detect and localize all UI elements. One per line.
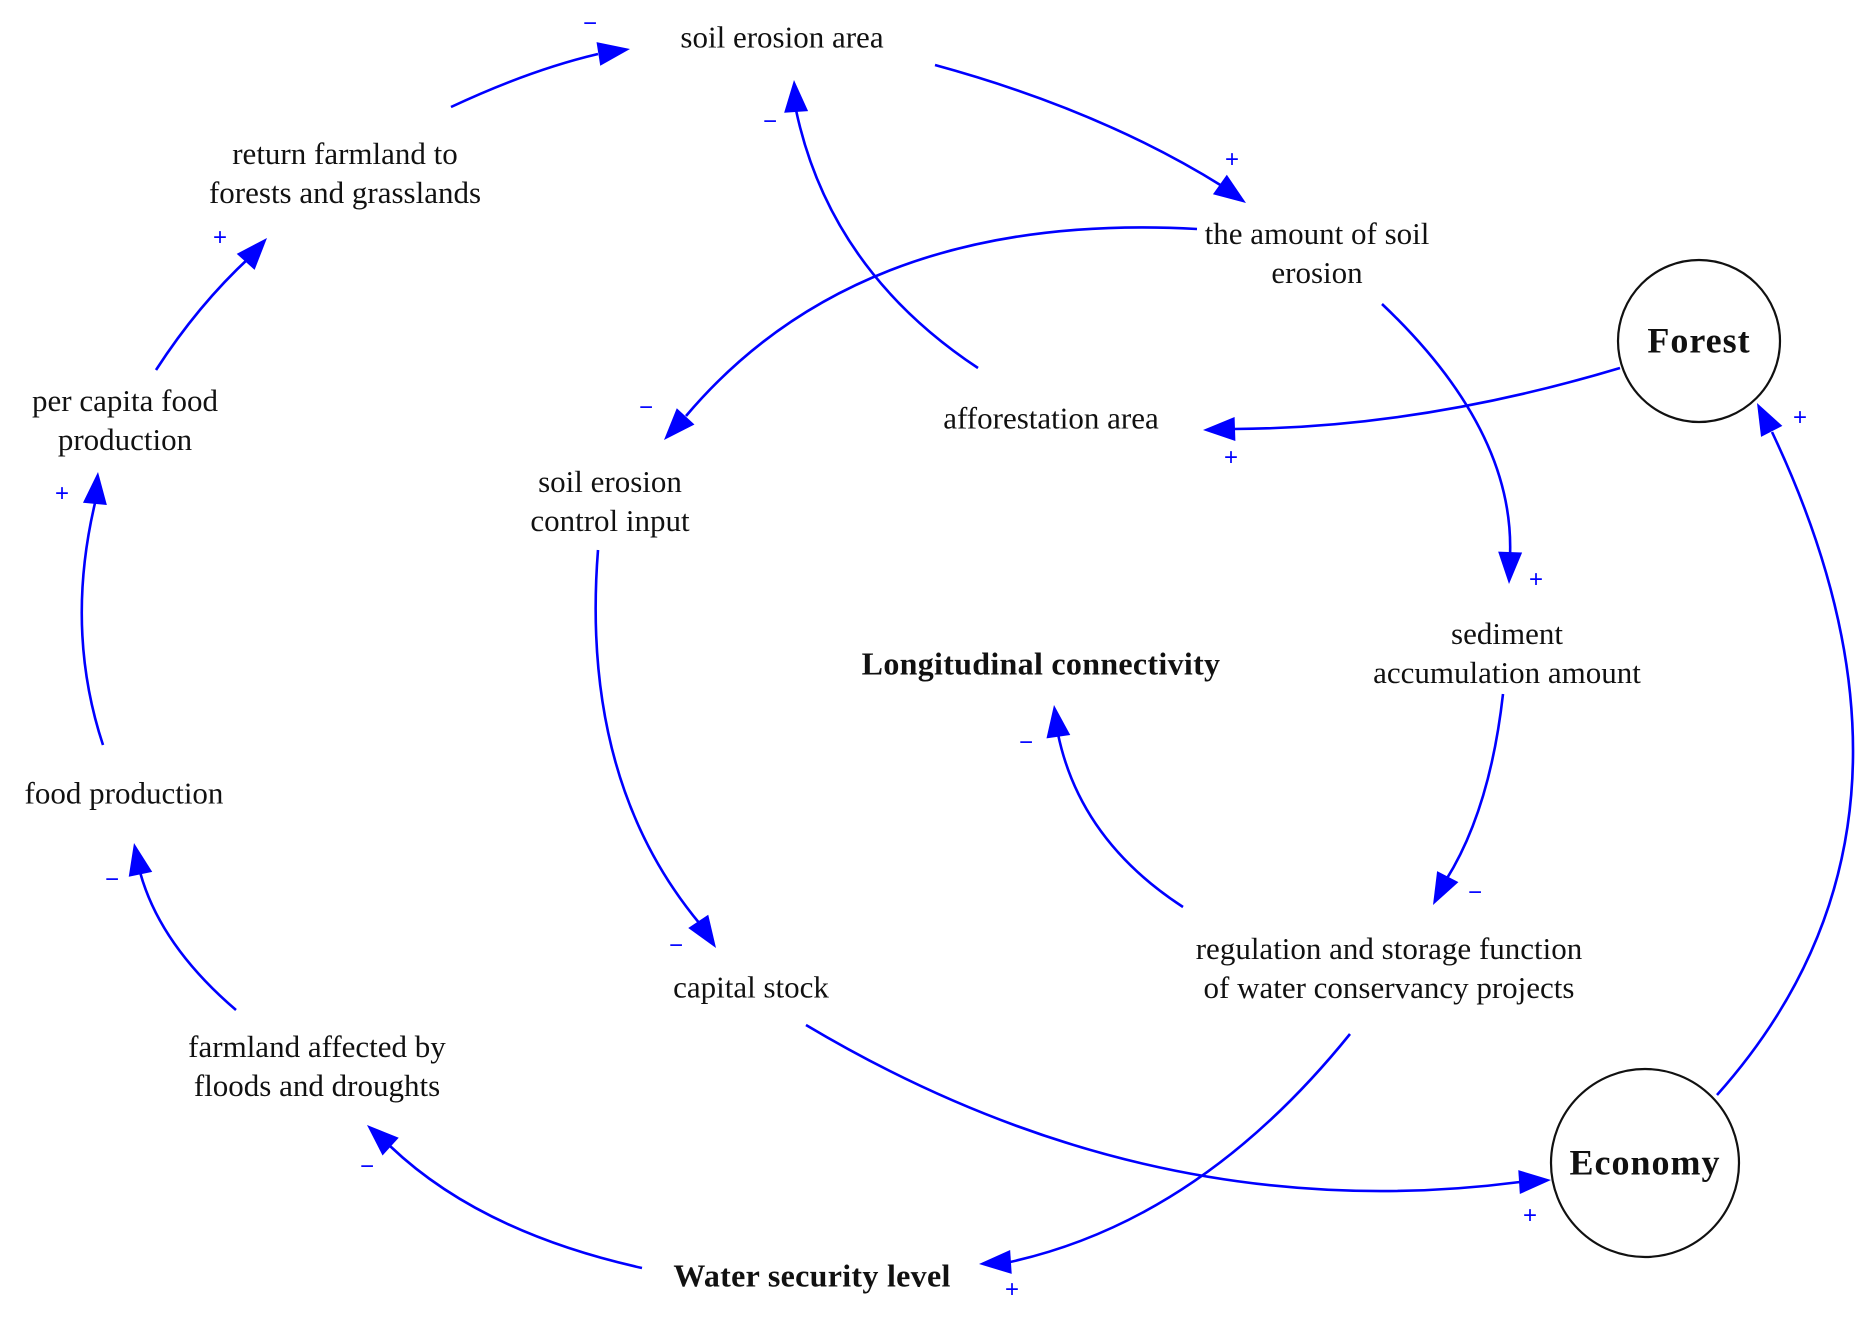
link-economy-to-forest	[1716, 431, 1855, 1096]
arrowhead	[1757, 403, 1783, 437]
arrowhead	[596, 42, 630, 66]
node-label: control input	[530, 503, 690, 538]
polarity-sign: −	[668, 932, 684, 959]
node-sediment-accumulation: sediment accumulation amount	[1373, 614, 1641, 692]
link-regulation-to-water-security	[1009, 1033, 1352, 1264]
node-label: sediment	[1451, 616, 1563, 651]
arrowhead	[1433, 871, 1459, 905]
polarity-sign: +	[1224, 146, 1240, 173]
arrowhead	[1498, 551, 1523, 584]
arrowhead	[664, 408, 695, 440]
polarity-sign: −	[104, 866, 120, 893]
node-forest: Forest	[1647, 320, 1751, 361]
polarity-sign: +	[1522, 1202, 1538, 1229]
node-label: return farmland to	[232, 136, 458, 171]
node-label: erosion	[1271, 255, 1363, 290]
link-per-capita-food-to-return-farmland	[154, 256, 251, 371]
polarity-sign: −	[359, 1153, 375, 1180]
polarity-sign: +	[1528, 566, 1544, 593]
link-amount-soil-erosion-to-soil-control-input	[685, 226, 1198, 417]
link-amount-soil-erosion-to-sediment	[1381, 303, 1512, 557]
arrowhead	[236, 238, 267, 270]
node-label: capital stock	[673, 969, 829, 1005]
node-capital-stock: capital stock	[673, 968, 829, 1007]
node-water-security-level: Water security level	[673, 1257, 950, 1296]
link-afforestation-area-to-soil-erosion-area	[794, 109, 979, 370]
link-regulation-to-longitudinal	[1056, 733, 1184, 909]
arrowhead	[688, 914, 716, 948]
node-longitudinal-connectivity: Longitudinal connectivity	[862, 645, 1221, 684]
node-label: the amount of soil	[1204, 216, 1430, 251]
polarity-sign: −	[638, 394, 654, 421]
arrowhead	[784, 80, 809, 113]
arrowhead	[82, 472, 107, 506]
polarity-sign: +	[1792, 404, 1808, 431]
link-food-production-to-per-capita-food	[80, 502, 105, 746]
node-label: soil erosion	[538, 464, 682, 499]
link-water-security-to-farmland-affected	[389, 1145, 643, 1270]
node-economy: Economy	[1569, 1142, 1721, 1183]
link-soil-control-input-to-capital-stock	[594, 549, 701, 925]
polarity-sign: −	[1467, 879, 1483, 906]
arrowhead	[1046, 705, 1071, 739]
arrowhead	[1518, 1170, 1551, 1195]
link-sediment-to-regulation	[1444, 693, 1505, 881]
node-label: accumulation amount	[1373, 655, 1641, 690]
polarity-sign: +	[212, 224, 228, 251]
forest-circle	[1616, 258, 1782, 424]
link-farmland-affected-to-food-production	[138, 871, 237, 1011]
link-forest-to-afforestation-area	[1233, 366, 1621, 431]
node-label: of water conservancy projects	[1203, 970, 1575, 1005]
node-per-capita-food: per capita food production	[32, 381, 218, 459]
node-label: forests and grasslands	[208, 175, 482, 210]
arrowhead	[367, 1125, 399, 1156]
node-label: floods and droughts	[193, 1068, 441, 1103]
node-soil-erosion-control-input: soil erosion control input	[530, 462, 689, 540]
node-label: afforestation area	[943, 400, 1159, 436]
node-label: Economy	[1569, 1142, 1721, 1183]
polarity-sign: +	[1004, 1276, 1020, 1303]
node-label: production	[57, 422, 193, 457]
node-label: food production	[24, 775, 224, 811]
node-soil-erosion-area: soil erosion area	[680, 18, 883, 57]
node-food-production: food production	[25, 774, 224, 813]
link-soil-erosion-area-to-amount-soil-erosion	[934, 63, 1223, 188]
polarity-sign: −	[762, 108, 778, 135]
arrowhead	[1212, 174, 1246, 203]
node-farmland-affected: farmland affected by floods and droughts	[188, 1027, 446, 1105]
node-label: per capita food	[32, 383, 218, 418]
node-label: Forest	[1647, 320, 1751, 361]
polarity-sign: −	[582, 10, 598, 37]
node-afforestation-area: afforestation area	[943, 399, 1158, 438]
node-regulation-storage-function: regulation and storage function of water…	[1196, 929, 1583, 1007]
node-label: Longitudinal connectivity	[861, 645, 1221, 682]
polarity-sign: +	[54, 480, 70, 507]
arrowhead	[1203, 416, 1236, 441]
node-label: Water security level	[673, 1257, 951, 1294]
node-label: farmland affected by	[188, 1029, 446, 1064]
node-label: soil erosion area	[680, 19, 884, 55]
link-capital-stock-to-economy	[805, 1023, 1521, 1193]
node-amount-of-soil-erosion: the amount of soil erosion	[1205, 214, 1430, 292]
arrowhead	[979, 1249, 1012, 1274]
polarity-sign: +	[1223, 444, 1239, 471]
economy-circle	[1549, 1067, 1741, 1259]
arrowhead	[128, 843, 153, 877]
link-return-farmland-to-soil-erosion-area	[450, 52, 599, 109]
node-label: regulation and storage function	[1195, 931, 1583, 966]
node-return-farmland: return farmland to forests and grassland…	[209, 134, 481, 212]
polarity-sign: −	[1018, 729, 1034, 756]
